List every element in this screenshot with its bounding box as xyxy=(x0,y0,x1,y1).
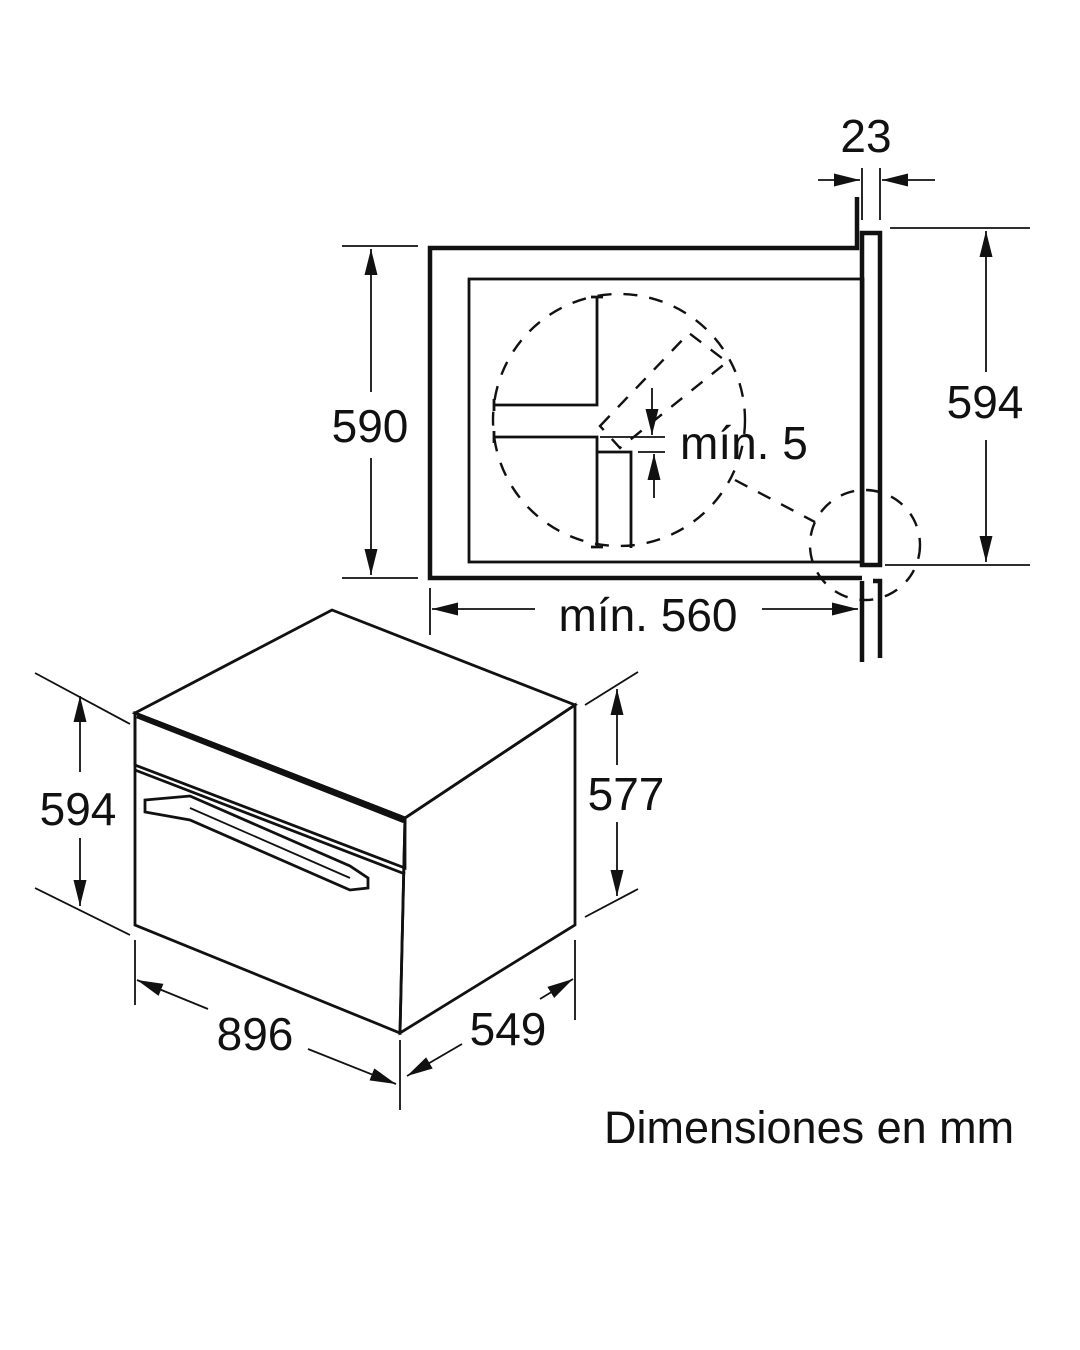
niche-outer-frame xyxy=(427,197,862,581)
dimension-niche-height: 590 xyxy=(332,245,418,579)
dimension-label-min-560: mín. 560 xyxy=(559,589,738,641)
oven-side-face xyxy=(398,702,577,1036)
front-panel xyxy=(859,230,883,568)
installation-section-view: 23 594 590 mín. 560 xyxy=(332,110,1030,662)
dimension-min-depth: mín. 560 xyxy=(429,588,858,641)
appliance-isometric-view: 594 577 896 549 xyxy=(34,608,665,1110)
dimension-label-594-left: 594 xyxy=(40,783,117,835)
units-caption: Dimensiones en mm xyxy=(604,1102,1014,1153)
dimension-label-577: 577 xyxy=(588,768,665,820)
oven-door-handle xyxy=(143,794,370,892)
oven-control-panel xyxy=(133,710,407,871)
dimension-body-height: 577 xyxy=(584,671,665,918)
oven-front-face xyxy=(133,710,407,1036)
dimension-panel-thickness: 23 xyxy=(818,110,935,220)
dimension-label-23: 23 xyxy=(840,110,891,162)
dimension-front-height: 594 xyxy=(885,227,1030,566)
dimension-appliance-height: 594 xyxy=(34,672,131,936)
lower-panel xyxy=(859,578,883,662)
detail-circle: mín. 5 xyxy=(491,292,922,602)
dimension-label-594-right: 594 xyxy=(947,376,1024,428)
dimension-label-896: 896 xyxy=(217,1008,294,1060)
oven-top-face xyxy=(131,608,579,820)
dimension-label-549: 549 xyxy=(470,1003,547,1055)
dimension-label-min-5: mín. 5 xyxy=(680,417,808,469)
dimension-label-590: 590 xyxy=(332,400,409,452)
dimension-width: 896 xyxy=(134,940,401,1110)
dimension-depth: 549 xyxy=(406,940,576,1077)
